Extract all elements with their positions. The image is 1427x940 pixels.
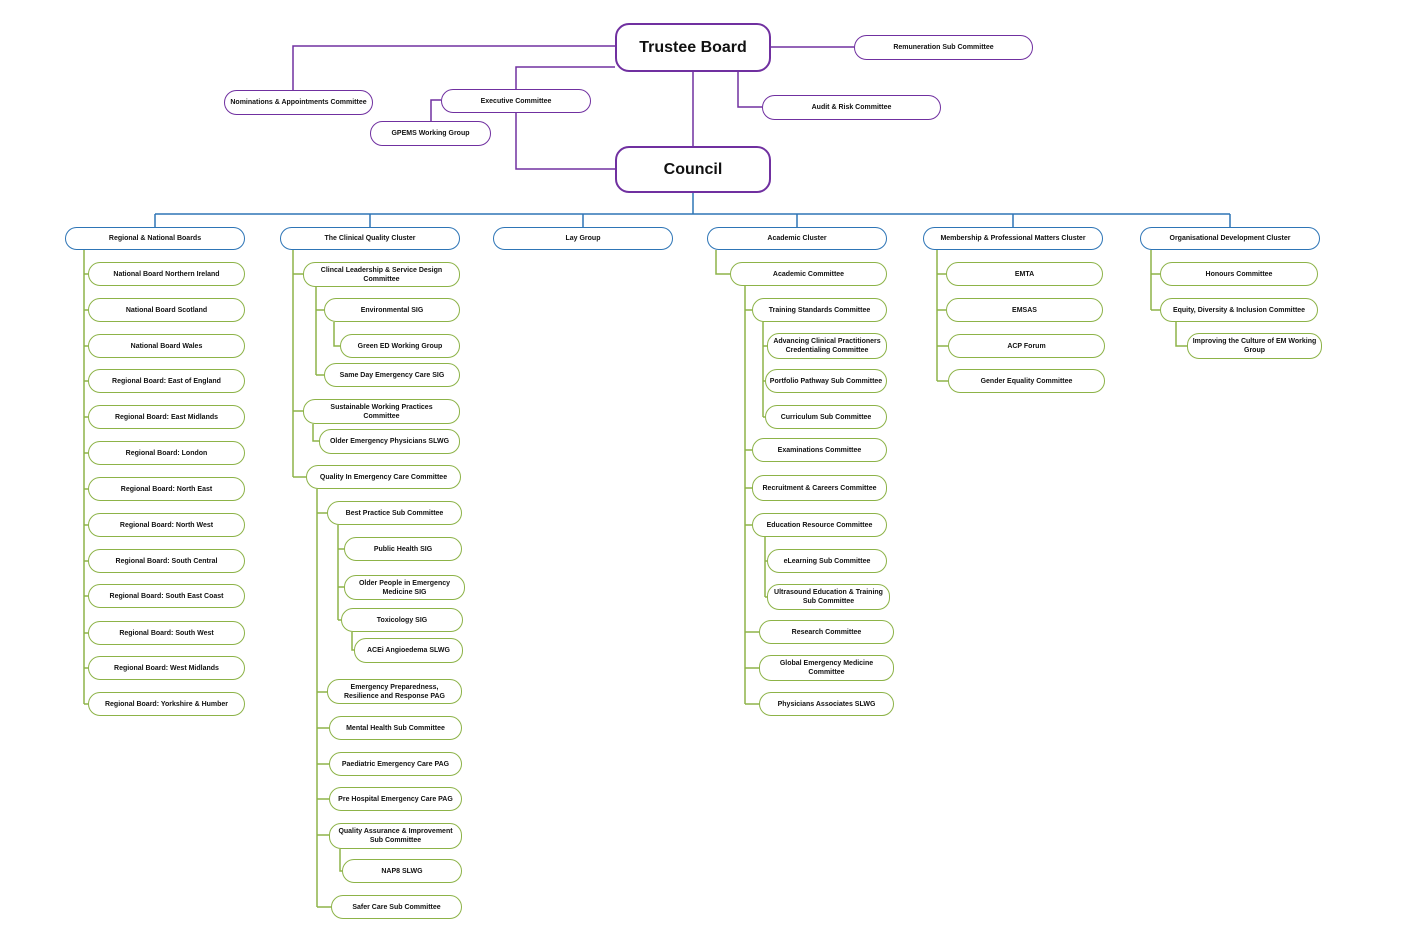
toxicology-sig-box: Toxicology SIG — [341, 608, 463, 632]
regional-national-boards-header: Regional & National Boards — [65, 227, 245, 250]
cluster-drop-lines — [154, 214, 1231, 227]
best-practice-sub-committee-box: Best Practice Sub Committee — [327, 501, 462, 525]
environmental-sig-box: Environmental SIG — [324, 298, 460, 322]
trustee-audit-line — [737, 72, 762, 108]
clsd-tree-lines — [315, 287, 324, 376]
quality-emergency-care-committee-box: Quality In Emergency Care Committee — [306, 465, 461, 489]
audit-risk-committee-box: Audit & Risk Committee — [762, 95, 941, 120]
culture-working-group-box: Improving the Culture of EM Working Grou… — [1187, 333, 1322, 359]
physicians-associates-box: Physicians Associates SLWG — [759, 692, 894, 716]
education-resource-committee-box: Education Resource Committee — [752, 513, 887, 537]
emsas-box: EMSAS — [946, 298, 1103, 322]
gender-equality-committee-box: Gender Equality Committee — [948, 369, 1105, 393]
council-box: Council — [615, 146, 771, 193]
regional-board-item: Regional Board: South West — [88, 621, 245, 645]
paediatric-emergency-care-box: Paediatric Emergency Care PAG — [329, 752, 462, 776]
clinical-trunk-lines — [292, 250, 306, 478]
trustee-nominations-line — [292, 45, 615, 90]
nominations-committee-box: Nominations & Appointments Committee — [224, 90, 373, 115]
regional-tree-lines — [83, 250, 88, 705]
public-health-sig-box: Public Health SIG — [344, 537, 462, 561]
training-standards-committee-box: Training Standards Committee — [752, 298, 887, 322]
regional-board-item: Regional Board: Yorkshire & Humber — [88, 692, 245, 716]
recruitment-careers-committee-box: Recruitment & Careers Committee — [752, 475, 887, 501]
honours-committee-box: Honours Committee — [1160, 262, 1318, 286]
older-emergency-physicians-box: Older Emergency Physicians SLWG — [319, 429, 460, 454]
academic-committee-tree-lines — [744, 286, 759, 705]
nap8-slwg-box: NAP8 SLWG — [342, 859, 462, 883]
global-emergency-medicine-box: Global Emergency Medicine Committee — [759, 655, 894, 681]
research-committee-box: Research Committee — [759, 620, 894, 644]
elearning-sub-committee-box: eLearning Sub Committee — [767, 549, 887, 573]
lay-group-header: Lay Group — [493, 227, 673, 250]
green-ed-working-group-box: Green ED Working Group — [340, 334, 460, 358]
executive-gpems-line — [430, 99, 441, 121]
executive-council-line — [515, 113, 615, 170]
clinical-quality-cluster-header: The Clinical Quality Cluster — [280, 227, 460, 250]
regional-board-item: National Board Northern Ireland — [88, 262, 245, 286]
examinations-committee-box: Examinations Committee — [752, 438, 887, 462]
same-day-emergency-care-box: Same Day Emergency Care SIG — [324, 363, 460, 387]
regional-board-item: Regional Board: East Midlands — [88, 405, 245, 429]
regional-board-item: Regional Board: London — [88, 441, 245, 465]
sustainable-tree-lines — [312, 424, 319, 442]
trustee-executive-line — [515, 66, 615, 89]
org-development-cluster-header: Organisational Development Cluster — [1140, 227, 1320, 250]
regional-board-item: National Board Wales — [88, 334, 245, 358]
advancing-practitioners-committee-box: Advancing Clinical Practitioners Credent… — [767, 333, 887, 359]
portfolio-pathway-committee-box: Portfolio Pathway Sub Committee — [765, 369, 887, 393]
gpems-working-group-box: GPEMS Working Group — [370, 121, 491, 146]
regional-board-item: Regional Board: East of England — [88, 369, 245, 393]
regional-board-item: Regional Board: West Midlands — [88, 656, 245, 680]
sustainable-working-practices-box: Sustainable Working Practices Committee — [303, 399, 460, 424]
environmental-tree-lines — [333, 322, 340, 347]
membership-cluster-header: Membership & Professional Matters Cluste… — [923, 227, 1103, 250]
quality-tree-lines — [316, 489, 331, 908]
qa-tree-lines — [339, 849, 342, 872]
org-tree-lines — [1150, 250, 1160, 311]
academic-committee-box: Academic Committee — [730, 262, 887, 286]
clinical-leadership-committee-box: Clincal Leadership & Service Design Comm… — [303, 262, 460, 287]
mental-health-sub-committee-box: Mental Health Sub Committee — [329, 716, 462, 740]
curriculum-sub-committee-box: Curriculum Sub Committee — [765, 405, 887, 429]
edi-tree-lines — [1175, 322, 1187, 347]
pre-hospital-emergency-care-box: Pre Hospital Emergency Care PAG — [329, 787, 462, 811]
academic-cluster-line — [715, 250, 730, 275]
executive-committee-box: Executive Committee — [441, 89, 591, 113]
ultrasound-committee-box: Ultrasound Education & Training Sub Comm… — [767, 584, 890, 610]
emergency-preparedness-box: Emergency Preparedness, Resilience and R… — [327, 679, 462, 704]
regional-board-item: Regional Board: South East Coast — [88, 584, 245, 608]
quality-assurance-committee-box: Quality Assurance & Improvement Sub Comm… — [329, 823, 462, 849]
edi-committee-box: Equity, Diversity & Inclusion Committee — [1160, 298, 1318, 322]
education-resource-tree-lines — [764, 537, 767, 598]
academic-cluster-header: Academic Cluster — [707, 227, 887, 250]
acei-angioedema-box: ACEi Angioedema SLWG — [354, 638, 463, 663]
regional-board-item: Regional Board: South Central — [88, 549, 245, 573]
emta-box: EMTA — [946, 262, 1103, 286]
training-standards-tree-lines — [762, 322, 767, 418]
remuneration-committee-box: Remuneration Sub Committee — [854, 35, 1033, 60]
trustee-board-box: Trustee Board — [615, 23, 771, 72]
acp-forum-box: ACP Forum — [948, 334, 1105, 358]
regional-board-item: Regional Board: North East — [88, 477, 245, 501]
regional-board-item: National Board Scotland — [88, 298, 245, 322]
older-people-sig-box: Older People in Emergency Medicine SIG — [344, 575, 465, 600]
membership-tree-lines — [936, 250, 948, 382]
toxicology-tree-lines — [351, 632, 354, 651]
safer-care-sub-committee-box: Safer Care Sub Committee — [331, 895, 462, 919]
regional-board-item: Regional Board: North West — [88, 513, 245, 537]
best-practice-tree-lines — [337, 525, 344, 621]
